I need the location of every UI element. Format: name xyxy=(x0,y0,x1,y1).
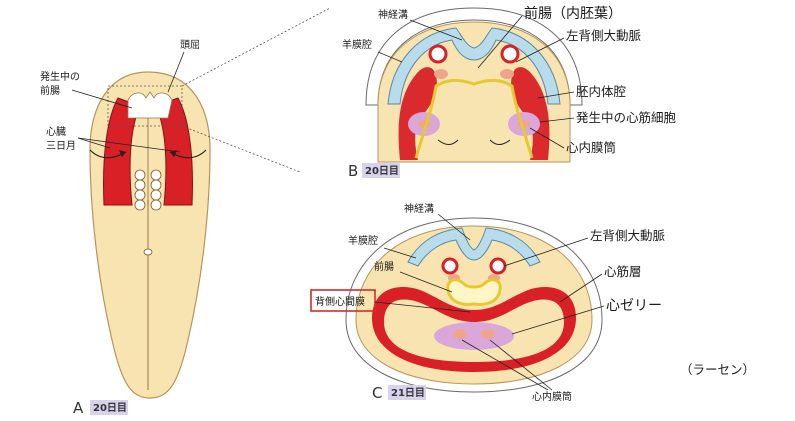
panel-b-letter: B xyxy=(348,162,358,180)
leader-b-foregut xyxy=(477,15,523,69)
label-b-coelom: 胚内体腔 xyxy=(576,84,626,99)
panel-b: 神経溝 羊膜腔 前腸（内胚葉） 左背側大動脈 胚内体腔 発生中の心筋細胞 心内膜… xyxy=(342,5,677,180)
fold-arrow-b-left xyxy=(437,139,459,145)
label-cardiac-crescent-1: 心臓 xyxy=(46,126,66,138)
endoderm-b xyxy=(414,78,534,159)
source-credit: （ラーセン） xyxy=(680,362,755,377)
label-c-left-dorsal-aorta: 左背側大動脈 xyxy=(590,228,666,243)
ectoderm-b xyxy=(387,27,561,105)
zoom-region-box xyxy=(107,85,183,127)
label-c-endocardial-tubes: 心内膜筒 xyxy=(532,390,572,403)
panel-c-day-tag-bg xyxy=(388,385,426,400)
leader-crescent-right xyxy=(77,137,181,153)
primitive-node xyxy=(143,248,153,256)
panel-a-day-tag-bg xyxy=(90,400,128,415)
fold-arrow-b-right xyxy=(489,139,511,145)
label-b-endocardial-tube: 心内膜筒 xyxy=(566,140,616,155)
myocardium-c xyxy=(372,287,576,372)
leader-b-coelom xyxy=(537,91,575,99)
zoom-line-bottom xyxy=(181,125,301,173)
leader-c-endocardial-2 xyxy=(489,339,553,391)
leader-b-neural-groove xyxy=(409,19,463,41)
label-cardiac-crescent-2: 三日月 xyxy=(46,140,76,152)
endocardial-tube-c-left xyxy=(453,329,467,339)
dorsal-aorta-c-left xyxy=(441,257,459,275)
label-b-amniotic-cavity: 羊膜腔 xyxy=(342,38,372,51)
somites xyxy=(134,169,162,211)
label-b-cardiomyocytes: 発生中の心筋細胞 xyxy=(576,110,677,125)
label-developing-foregut-2: 前腸 xyxy=(40,84,60,97)
leader-c-endocardial-1 xyxy=(461,339,549,391)
leader-c-mesocardium xyxy=(374,301,471,313)
leader-c-aorta xyxy=(503,237,589,267)
label-c-dorsal-mesocardium: 背側心間膜 xyxy=(315,295,365,308)
leader-head-fold xyxy=(167,51,185,93)
label-head-fold: 頭屈 xyxy=(180,39,200,51)
leader-c-amniotic xyxy=(383,247,417,259)
highlight-box-dorsal-mesocardium xyxy=(310,289,376,312)
panel-c-day-tag: 21日目 xyxy=(391,387,425,399)
leader-c-jelly xyxy=(511,305,605,335)
panel-a-day-tag: 20日目 xyxy=(93,402,127,414)
label-c-myocardium: 心筋層 xyxy=(604,264,642,279)
foregut-c xyxy=(446,278,502,306)
leader-b-amniotic xyxy=(377,51,403,63)
panel-a-letter: A xyxy=(73,399,84,417)
label-c-foregut: 前腸 xyxy=(374,260,394,273)
developing-foregut-shape xyxy=(127,91,173,119)
leader-crescent-left xyxy=(77,137,111,149)
panel-c: 神経溝 羊膜腔 前腸 背側心間膜 左背側大動脈 心筋層 心ゼリー 心内膜筒 C … xyxy=(310,202,666,403)
endocardial-cell-b-2 xyxy=(500,69,514,79)
dorsal-aorta-b-right xyxy=(500,44,520,64)
leader-b-cardiomyocytes xyxy=(539,117,575,123)
panel-b-day-tag: 20日目 xyxy=(365,165,399,177)
panel-a: 頭屈 発生中の 前腸 心臓 三日月 A 20日目 xyxy=(40,7,331,417)
label-b-left-dorsal-aorta: 左背側大動脈 xyxy=(566,28,642,43)
leader-c-myocardium xyxy=(559,273,603,303)
leader-foregut xyxy=(71,89,133,109)
panel-b-day-tag-bg xyxy=(362,163,400,178)
panel-c-letter: C xyxy=(372,384,382,402)
label-developing-foregut-1: 発生中の xyxy=(40,70,80,83)
amnion-b xyxy=(365,7,583,106)
leader-b-aorta xyxy=(515,37,565,63)
dorsal-aorta-c-right xyxy=(489,257,507,275)
endocardial-cell-b-1 xyxy=(434,69,448,79)
label-c-neural-groove: 神経溝 xyxy=(404,202,434,215)
leader-b-endocardial xyxy=(529,127,565,149)
label-c-cardiac-jelly: 心ゼリー xyxy=(606,298,662,314)
label-c-amniotic-cavity: 羊膜腔 xyxy=(348,234,378,247)
label-b-neural-groove: 神経溝 xyxy=(378,8,408,21)
dorsal-aorta-b-left xyxy=(428,44,448,64)
label-b-foregut: 前腸（内胚葉） xyxy=(524,5,622,22)
endocardial-tube-c-right xyxy=(481,329,495,339)
zoom-line-top xyxy=(181,7,331,87)
leader-c-foregut xyxy=(399,271,453,293)
cardiac-jelly-c xyxy=(434,322,514,350)
leader-c-neural-groove xyxy=(437,213,471,241)
